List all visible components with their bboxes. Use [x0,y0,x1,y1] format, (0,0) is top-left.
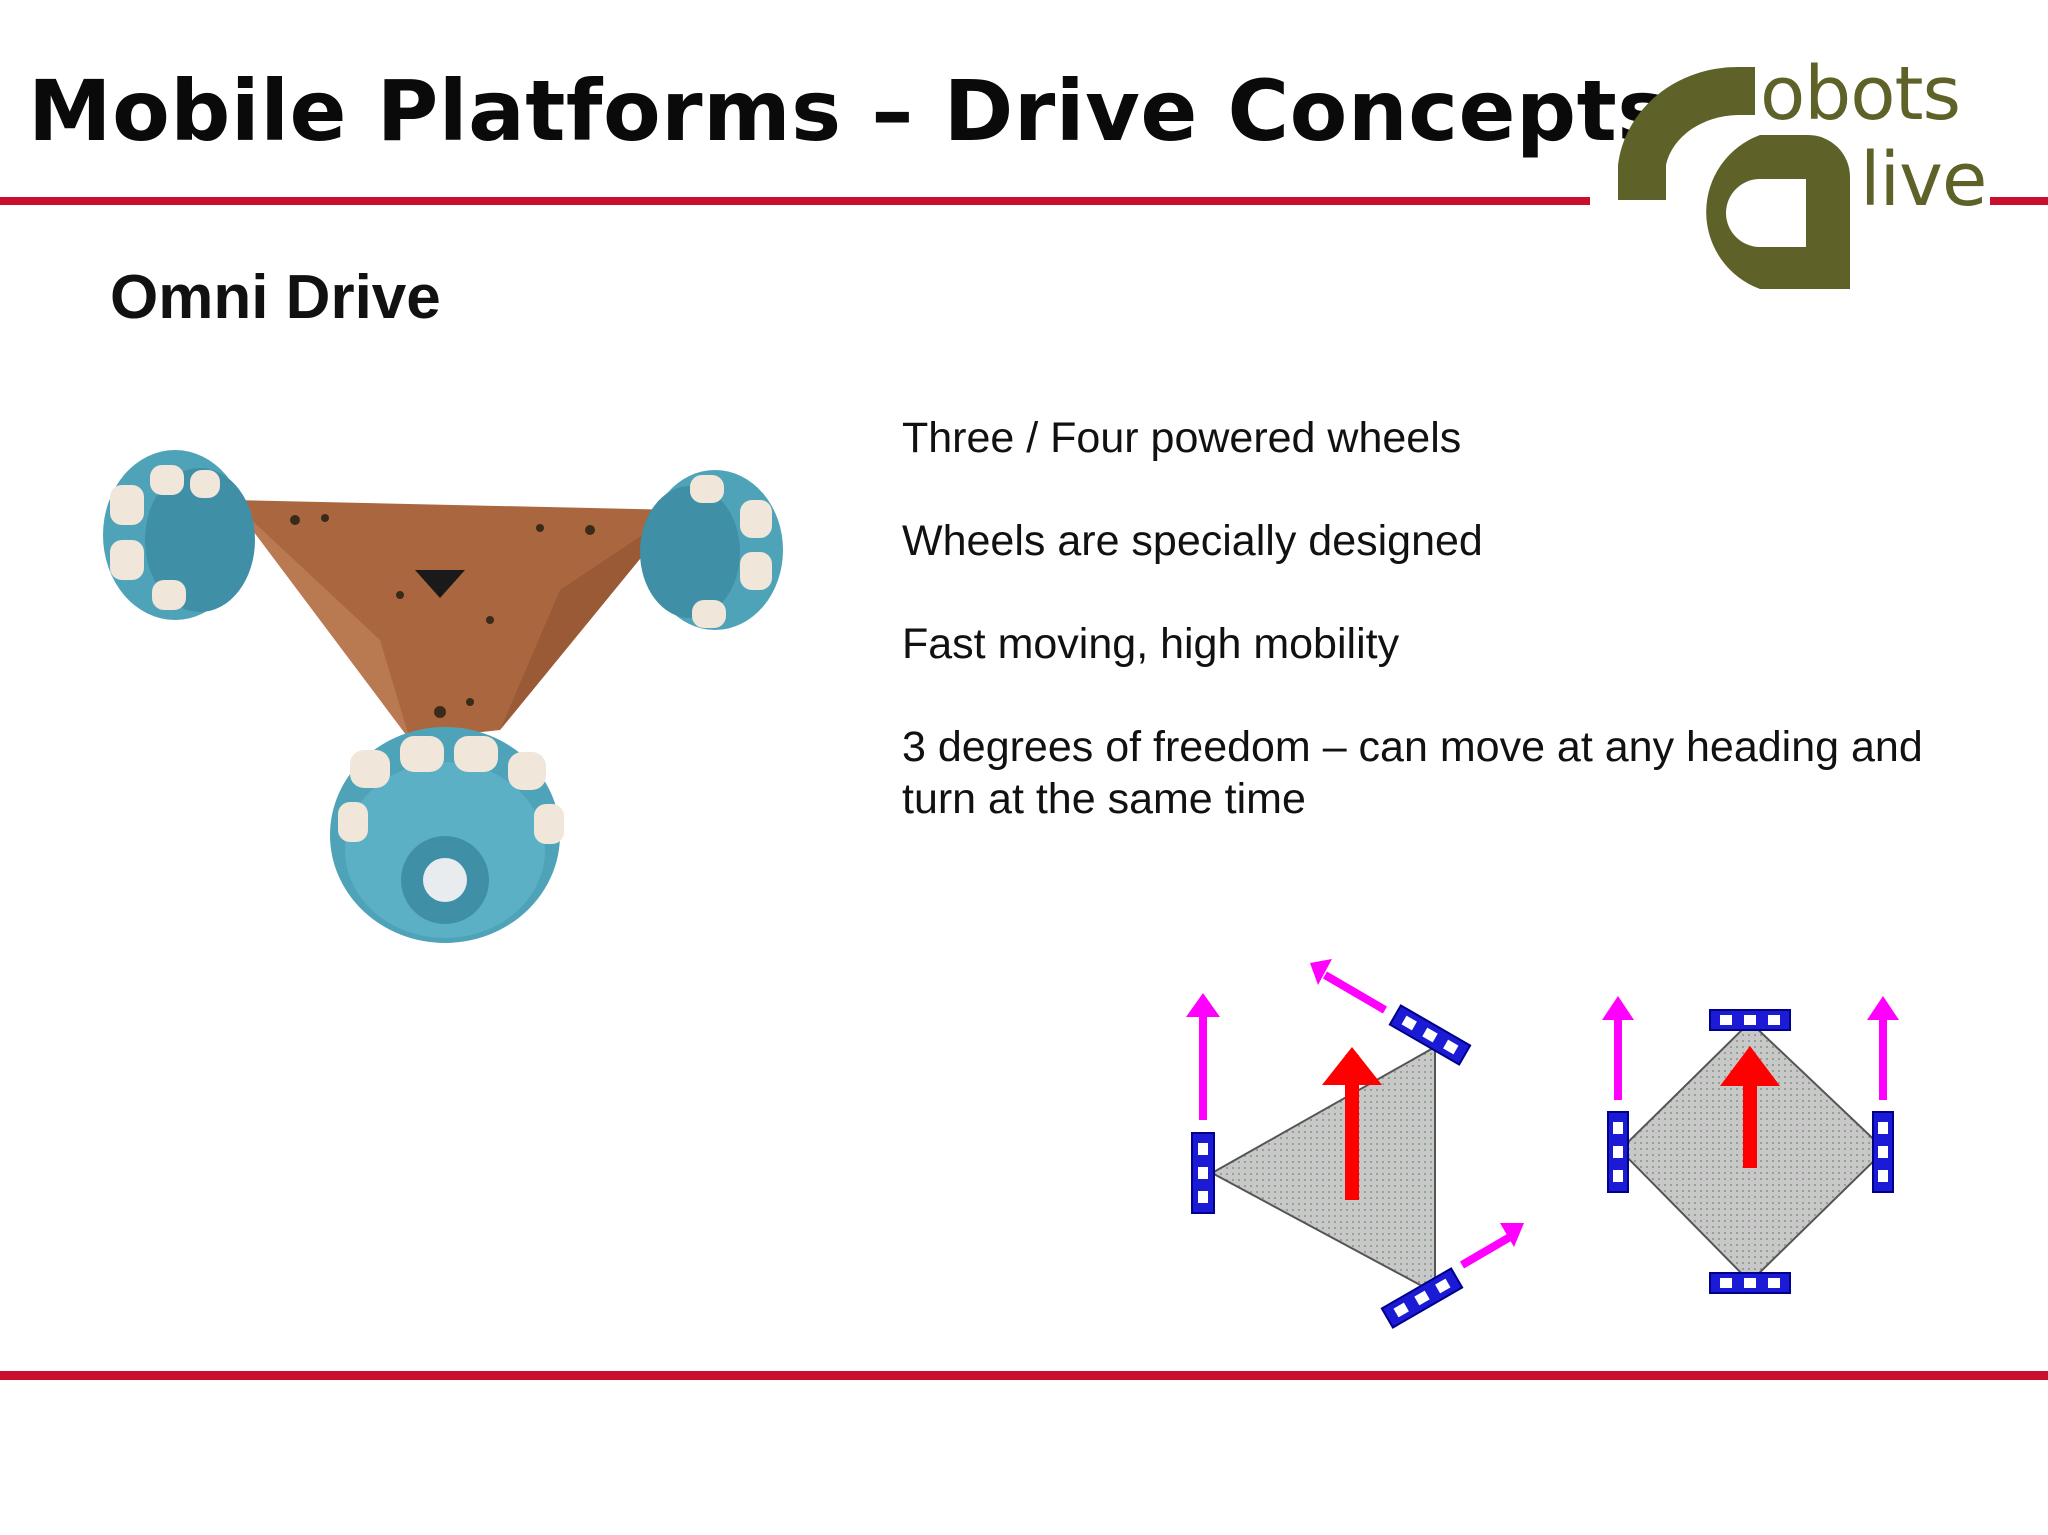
omni-robot-image [103,450,783,943]
wheel-bottom-right [1380,1267,1464,1329]
wheel-top [1709,1009,1791,1031]
slide-title: Mobile Platforms – Drive Concepts [28,62,1668,160]
wheel-top-right [1388,1004,1472,1066]
logo-mark-icon [1618,66,1850,289]
logo-text-obots: obots [1760,51,1961,137]
robots-alive-logo: obots live [1610,55,2000,300]
title-rule-right [1990,197,2048,205]
wheel-force-arrows [1186,959,1524,1269]
motion-arrow [1720,1046,1780,1168]
wheel-left [1607,1111,1629,1193]
motion-arrow [1322,1047,1382,1200]
wheel-force-arrows [1602,996,1899,1100]
section-heading: Omni Drive [110,263,441,332]
right-omni-wheel [640,470,783,630]
wheel-right [1872,1111,1894,1193]
bullet-item: Three / Four powered wheels [902,414,1462,462]
bullet-item: 3 degrees of freedom – can move at any h… [902,723,1923,823]
logo-text-live: live [1860,137,1987,223]
footer-rule [0,1371,2048,1380]
four-wheel-diagram [1590,990,1910,1320]
bottom-omni-wheel [330,727,564,943]
three-wheel-diagram [1170,955,1530,1335]
wheel-bottom [1709,1272,1791,1294]
bullet-item: Wheels are specially designed [902,517,1483,565]
triangle-chassis [1209,1045,1436,1295]
omni-robot-photo [80,440,820,980]
bullet-item: Fast moving, high mobility [902,620,1400,668]
title-rule-left [0,197,1590,205]
left-omni-wheel [103,450,255,620]
bullet-list: Three / Four powered wheels Wheels are s… [902,412,1962,876]
